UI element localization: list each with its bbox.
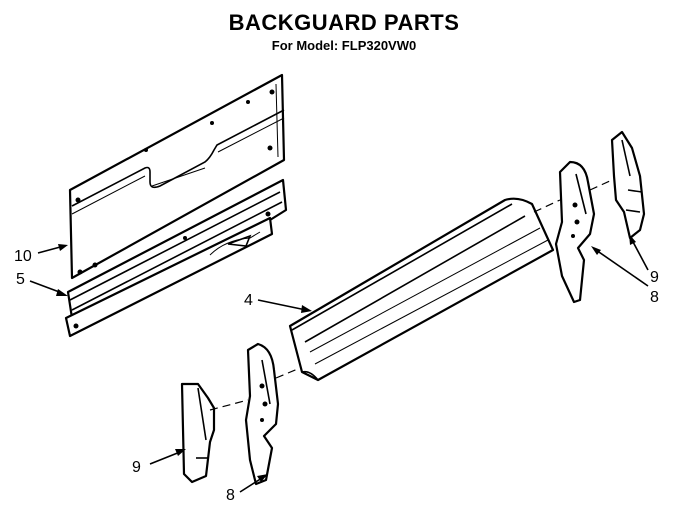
callout-8-right: 8 bbox=[650, 289, 659, 306]
diagram-title: BACKGUARD PARTS bbox=[228, 10, 460, 35]
callout-9-left: 9 bbox=[132, 459, 141, 476]
callout-9-right: 9 bbox=[650, 269, 659, 286]
callout-5: 5 bbox=[16, 271, 25, 288]
part-10-backguard-panel[interactable] bbox=[68, 73, 286, 280]
part-8-bracket-right[interactable] bbox=[554, 160, 596, 304]
callout-8-left: 8 bbox=[226, 487, 235, 504]
leader-lines bbox=[29, 234, 649, 493]
part-9-endcap-left[interactable] bbox=[180, 382, 216, 484]
model-subtitle: For Model: FLP320VW0 bbox=[271, 38, 417, 53]
part-4-front-trim[interactable] bbox=[288, 197, 555, 382]
part-8-bracket-left[interactable] bbox=[244, 342, 280, 486]
part-9-endcap-right[interactable] bbox=[610, 130, 646, 240]
part-5-lower-rail[interactable] bbox=[64, 178, 288, 338]
alignment-lines bbox=[209, 179, 613, 411]
callout-10: 10 bbox=[14, 248, 32, 265]
callout-4: 4 bbox=[244, 292, 253, 309]
